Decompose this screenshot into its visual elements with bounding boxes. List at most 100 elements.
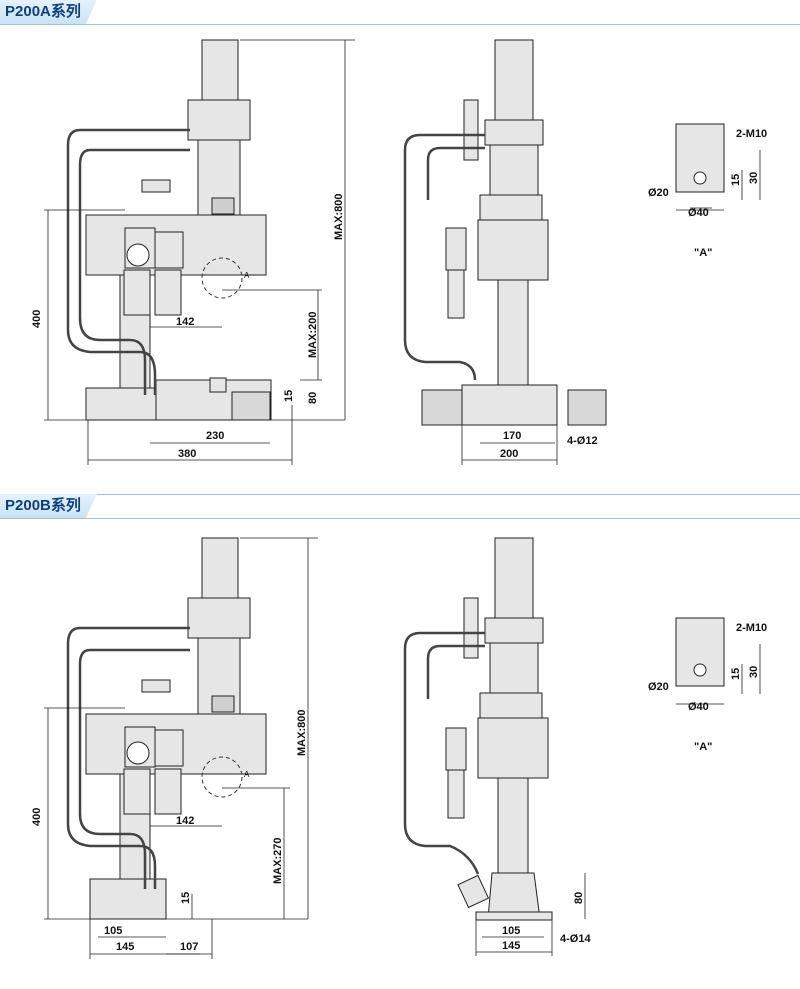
section-rule: [0, 24, 800, 25]
dim-400-a: 400: [31, 310, 43, 328]
callout-circle-b: [201, 756, 243, 798]
air-tubes-a: [66, 128, 190, 395]
front-frl-bowl-b: [447, 769, 465, 819]
dim-max800-b: MAX:800: [296, 710, 308, 756]
dimension-lines-b: [44, 537, 761, 959]
front-block-left-a: [421, 389, 463, 426]
dim-105-b: 105: [104, 925, 122, 937]
dimension-lines-a: [44, 39, 761, 465]
section-title-p200a: P200A系列: [5, 3, 81, 20]
front-tubes-a: [403, 133, 485, 381]
detail-15-b: 15: [730, 668, 742, 680]
filter-bowl-b: [123, 768, 151, 815]
callout-circle-a: [201, 257, 243, 299]
detail-30-b: 30: [748, 666, 760, 678]
clamp-a: [209, 377, 227, 393]
detail-dia40-a: Ø40: [688, 207, 709, 219]
front-cylinder-top-a: [494, 39, 534, 121]
front-cylinder-head-b: [484, 617, 544, 644]
dim-max200-a: MAX:200: [307, 312, 319, 358]
front-view-a: [421, 39, 607, 426]
drawing-p200a: MAX:800 400 142 MAX:200 80 15 230 380 17…: [31, 39, 767, 465]
detail-label-b: "A": [694, 741, 712, 753]
valve-b: [211, 695, 235, 713]
dim-230-a: 230: [206, 430, 224, 442]
dim-15-b: 15: [180, 892, 192, 904]
dim-holes-a: 4-Ø12: [567, 435, 598, 447]
dim-105r-b: 105: [502, 925, 520, 937]
detail-thread-b: 2-M10: [736, 622, 767, 634]
valve-a: [211, 197, 235, 215]
detail-dia40-b: Ø40: [688, 701, 709, 713]
section-tag-p200a: P200A系列: [0, 0, 97, 25]
detail-b: [675, 617, 725, 687]
side-view-a: [85, 39, 272, 421]
dim-145-b: 145: [116, 941, 134, 953]
front-cylinder-body-a: [489, 144, 539, 196]
front-valve-a: [463, 99, 479, 161]
lubricator-bowl-a: [154, 269, 182, 316]
dim-107-b: 107: [180, 941, 198, 953]
panel-p200b: P200B系列: [0, 494, 800, 989]
detail-15-a: 15: [730, 174, 742, 186]
dim-400-b: 400: [31, 808, 43, 826]
cylinder-top-a: [201, 39, 239, 101]
dim-145r-b: 145: [502, 940, 520, 952]
base-block-a: [231, 391, 271, 421]
detail-30-a: 30: [748, 172, 760, 184]
handle-a: [141, 179, 171, 193]
front-fitting-b: [457, 874, 490, 909]
front-view-b: [445, 537, 553, 921]
front-valve-b: [463, 597, 479, 659]
handle-b: [141, 679, 171, 693]
dim-80-a: 80: [307, 392, 319, 404]
cylinder-head-b: [187, 597, 251, 639]
front-head-b: [477, 717, 549, 779]
cylinder-head-a: [187, 99, 251, 141]
section-rule: [0, 518, 800, 519]
drawing-p200b: MAX:800 400 142 MAX:270 15 105 145 107 8…: [31, 537, 767, 959]
front-frl-a: [445, 227, 467, 271]
detail-hole-a: [693, 171, 707, 185]
filter-bowl-a: [123, 269, 151, 316]
front-base-a: [461, 384, 558, 426]
front-flange-a: [479, 194, 543, 221]
front-cylinder-head-a: [484, 119, 544, 146]
lubricator-bowl-b: [154, 768, 182, 815]
detail-a: [675, 123, 725, 193]
front-frl-b: [445, 727, 467, 771]
dim-142-b: 142: [176, 815, 194, 827]
front-tubes-b: [403, 631, 485, 875]
dim-holes-b: 4-Ø14: [560, 933, 591, 945]
air-tubes-b: [66, 626, 190, 889]
front-foot-b: [475, 911, 553, 921]
gauge-b: [126, 741, 150, 765]
panel-p200a: P200A系列: [0, 0, 800, 495]
front-head-a: [477, 219, 549, 281]
front-flange-b: [479, 692, 543, 719]
regulator-top-a: [154, 231, 184, 269]
dim-max800-a: MAX:800: [333, 194, 345, 240]
dim-80-b: 80: [573, 892, 585, 904]
front-cylinder-top-b: [494, 537, 534, 619]
dim-200-a: 200: [500, 448, 518, 460]
dim-max270-b: MAX:270: [272, 838, 284, 884]
detail-dia20-a: Ø20: [648, 187, 669, 199]
callout-letter-a: A: [244, 271, 250, 280]
gauge-a: [126, 243, 150, 267]
front-column-a: [497, 279, 529, 386]
dim-380-a: 380: [178, 448, 196, 460]
cylinder-top-b: [201, 537, 239, 599]
front-cylinder-body-b: [489, 642, 539, 694]
detail-label-a: "A": [694, 247, 712, 259]
front-block-right-a: [567, 389, 607, 426]
detail-dia20-b: Ø20: [648, 681, 669, 693]
regulator-top-b: [154, 729, 184, 767]
dim-170-a: 170: [503, 430, 521, 442]
dim-15-a: 15: [283, 390, 295, 402]
callout-letter-b: A: [244, 770, 250, 779]
side-view-b: [85, 537, 267, 920]
section-title-p200b: P200B系列: [5, 497, 81, 514]
detail-thread-a: 2-M10: [736, 128, 767, 140]
dim-142-a: 142: [176, 316, 194, 328]
